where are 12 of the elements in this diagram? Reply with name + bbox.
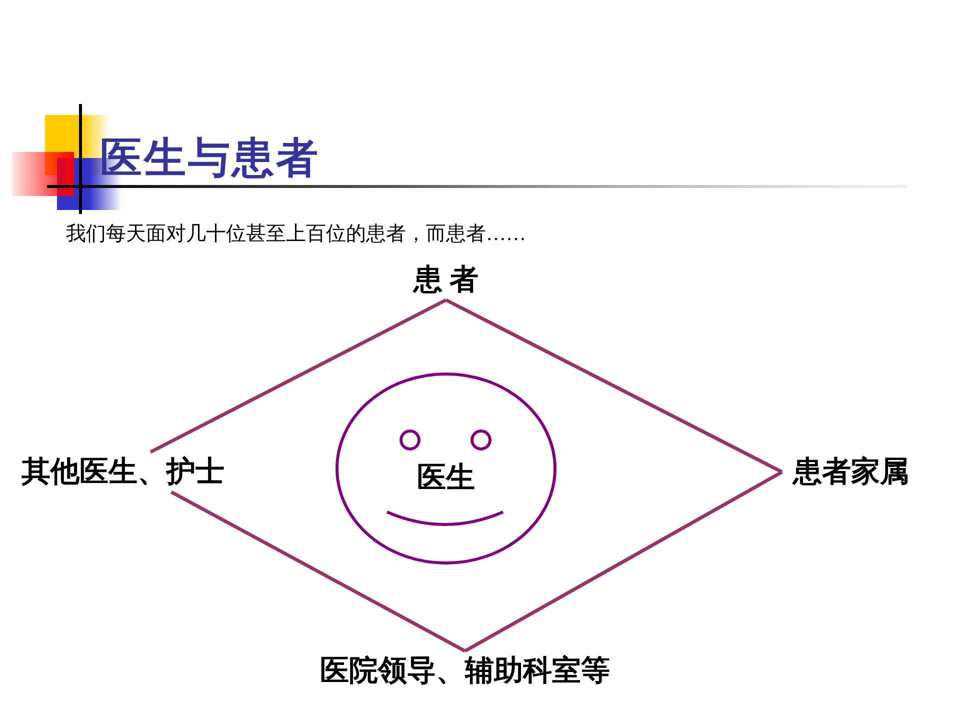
connector-line [150,298,447,454]
node-label: 医生 [417,461,475,496]
connector-line [464,470,783,653]
node-text: 患 者 [413,262,479,298]
smiley-face [335,372,557,565]
node-text: 患者家属 [793,454,909,490]
node-text: 其他医生、护士 [22,454,224,490]
connector-line [445,298,783,474]
connector-line [170,490,466,653]
intro-text: 我们每天面对几十位甚至上百位的患者，而患者…… [66,222,526,247]
node-text: 医院领导、辅助科室等 [320,654,610,688]
slide-title: 医生与患者 [100,135,320,184]
